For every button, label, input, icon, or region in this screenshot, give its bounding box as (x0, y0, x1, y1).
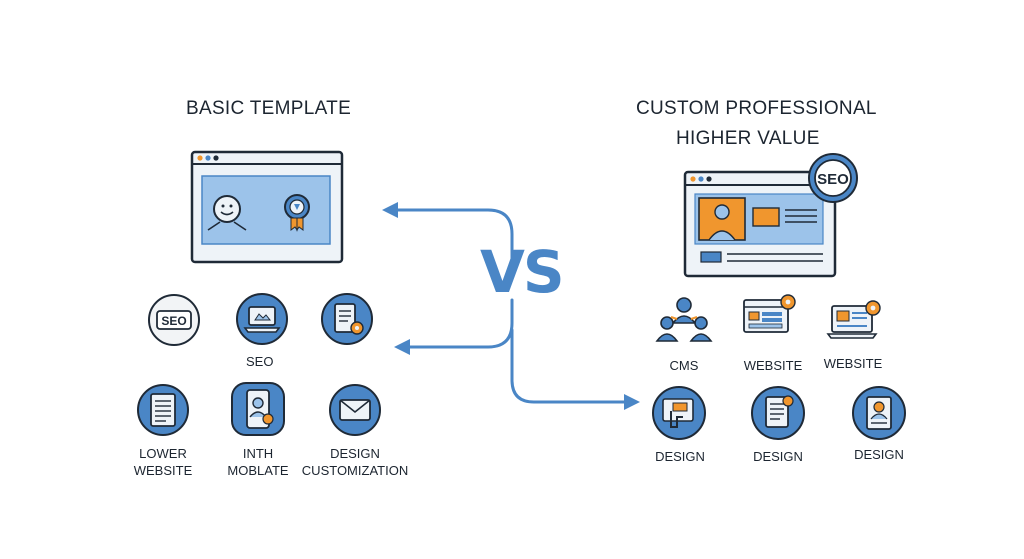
mail-icon (328, 383, 382, 437)
basic-browser-illustration (190, 150, 345, 265)
left-row2-label-3b: CUSTOMIZATION (301, 463, 409, 478)
right-row1-label-2: WEBSITE (743, 358, 803, 373)
custom-title-line2: HIGHER VALUE (676, 128, 820, 149)
document-gear-icon (320, 292, 374, 346)
seo-badge-text: SEO (161, 314, 186, 328)
id-card-icon (851, 385, 907, 441)
left-row2-label-3a: DESIGN (330, 446, 380, 461)
right-row2-label-3: DESIGN (854, 447, 904, 462)
laptop-gear-icon (826, 296, 886, 346)
custom-browser-illustration: SEO (683, 152, 863, 280)
design-tools-icon (651, 385, 707, 441)
users-network-icon (655, 293, 713, 345)
left-row2-label-2a: INTH (242, 446, 274, 461)
right-row2-label-1: DESIGN (655, 449, 705, 464)
document-icon (136, 383, 190, 437)
right-row1-label-3: WEBSITE (823, 356, 883, 371)
website-gear-icon (740, 292, 800, 344)
mobile-user-icon (230, 381, 286, 437)
seo-badge-icon: SEO (147, 293, 201, 347)
right-row1-label-1: CMS (669, 358, 699, 373)
document-gear-icon (750, 385, 806, 441)
vs-text: VS (480, 238, 565, 306)
right-row2-label-2: DESIGN (753, 449, 803, 464)
seo-magnifier-text: SEO (817, 171, 849, 188)
custom-title-line1: CUSTOM PROFESSIONAL (636, 98, 877, 119)
left-row1-label: SEO (246, 354, 274, 369)
laptop-icon (235, 292, 289, 346)
left-row2-label-1b: WEBSITE (133, 463, 193, 478)
connector-arrows (370, 190, 650, 420)
left-row2-label-2b: MOBLATE (227, 463, 289, 478)
left-row2-label-1a: LOWER (139, 446, 187, 461)
basic-template-title: BASIC TEMPLATE (186, 98, 352, 119)
